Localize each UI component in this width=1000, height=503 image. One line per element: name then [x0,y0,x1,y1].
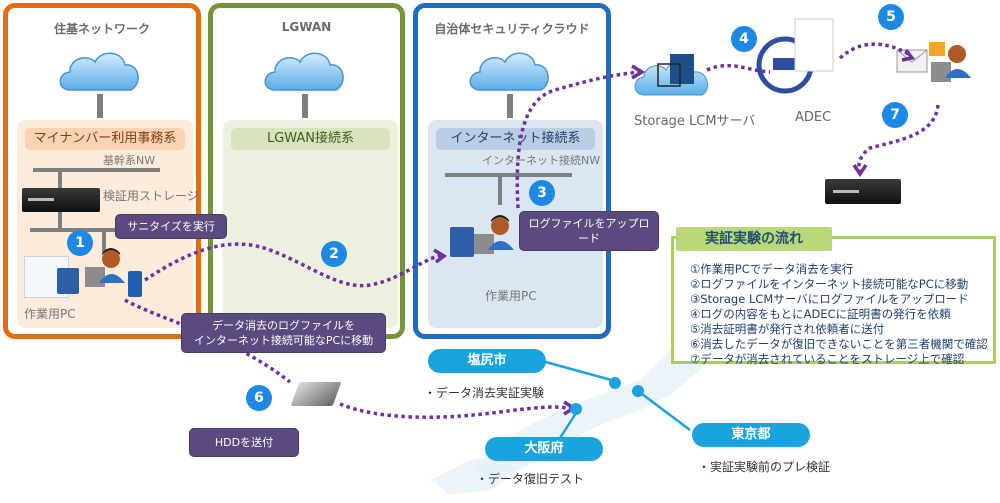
flow-item: ⑤消去証明書が発行され依頼者に送付 [690,322,885,336]
step-badge-1: 1 [67,230,93,256]
location-bullet-osaka: ・データ復旧テスト [476,472,585,486]
network-bus [445,173,572,177]
callout-upload: ログファイルをアップロード [519,211,659,251]
location-pill-tokyo: 東京都 [692,423,810,447]
arrowhead [852,164,868,178]
step-badge-7: 7 [882,102,908,128]
user-at-pc-icon [85,248,125,287]
flow-item: ⑥消去したデータが復旧できないことを第三者機関で確認 [690,337,988,351]
usb-drive-icon [128,271,142,297]
requester-mail-icon [896,42,971,82]
location-bullet-shiojiri: ・データ消去実証実験 [424,386,545,400]
zone-title: 住基ネットワーク [53,22,150,36]
pc-label: 作業用PC [24,307,76,321]
step-badge-6: 6 [246,385,272,411]
pointer-line-tokyo [637,390,691,431]
flow-item: ②ログファイルをインターネット接続可能なPCに移動 [690,277,969,291]
cloud-icon [264,52,344,91]
storage-lcm-cloud-icon [634,54,709,96]
connector-line [498,175,502,205]
connector-line [302,94,308,118]
storage-label: 検証用ストレージ [103,189,199,203]
segment-label: マイナンバー利用事務系 [25,128,185,150]
log-document-icon [450,227,474,257]
connector-line [507,94,513,118]
step-badge-4: 4 [731,26,757,52]
flow-panel [671,236,996,364]
cloud-icon [59,52,139,91]
callout-line: データ消去のログファイルを [212,319,355,332]
callout-line: インターネット接続可能なPCに移動 [193,334,374,347]
segment-label: LGWAN接続系 [231,128,390,150]
location-bullet-tokyo: ・実証実験前のプレ検証 [698,460,831,474]
step-badge-3: 3 [529,180,555,206]
callout-send-hdd: HDDを送付 [189,428,299,457]
arrow-step-6b [339,402,573,419]
segment-label: インターネット接続系 [436,128,595,150]
segment-area: LGWAN接続系 [223,120,398,328]
callout-sanitize: サニタイズを実行 [115,214,227,239]
connector-line [102,230,106,252]
connector-line [97,94,103,118]
flow-panel-title: 実証実験の流れ [676,227,832,251]
user-at-pc-icon [474,215,514,254]
verification-server-icon [825,179,901,204]
location-pill-shiojiri: 塩尻市 [428,349,546,373]
document-key-icon [57,268,79,294]
flow-item: ③Storage LCMサーバにログファイルをアップロード [690,292,969,306]
network-bus [33,168,160,172]
location-pill-osaka: 大阪府 [485,437,603,461]
flow-list: ①作業用PCでデータ消去を実行 ②ログファイルをインターネット接続可能なPCに移… [690,262,988,367]
location-dot [570,403,582,415]
storage-lcm-label: Storage LCMサーバ [634,114,756,129]
adec-label: ADEC [795,110,832,125]
hdd-icon [290,382,342,406]
network-label: インターネット接続NW [482,154,601,167]
flow-item: ⑦データが消去されていることをストレージ上で確認 [690,352,965,366]
storage-server-icon [22,188,100,212]
adec-logo-icon [756,18,834,94]
network-label: 基幹系NW [103,154,156,167]
callout-move-log: データ消去のログファイルを インターネット接続可能なPCに移動 [181,313,386,353]
step-badge-2: 2 [321,241,347,267]
zone-title: LGWAN [281,20,332,34]
flow-item: ④ログの内容をもとにADECに証明書の発行を依頼 [690,307,951,321]
pc-label: 作業用PC [485,289,537,303]
flow-item: ①作業用PCでデータ消去を実行 [690,262,854,276]
location-dot [632,385,644,397]
pointer-line-shiojiri [541,359,616,383]
step-badge-5: 5 [878,4,904,30]
zone-title: 自治体セキュリティクラウド [434,22,590,36]
location-dot [609,377,621,389]
